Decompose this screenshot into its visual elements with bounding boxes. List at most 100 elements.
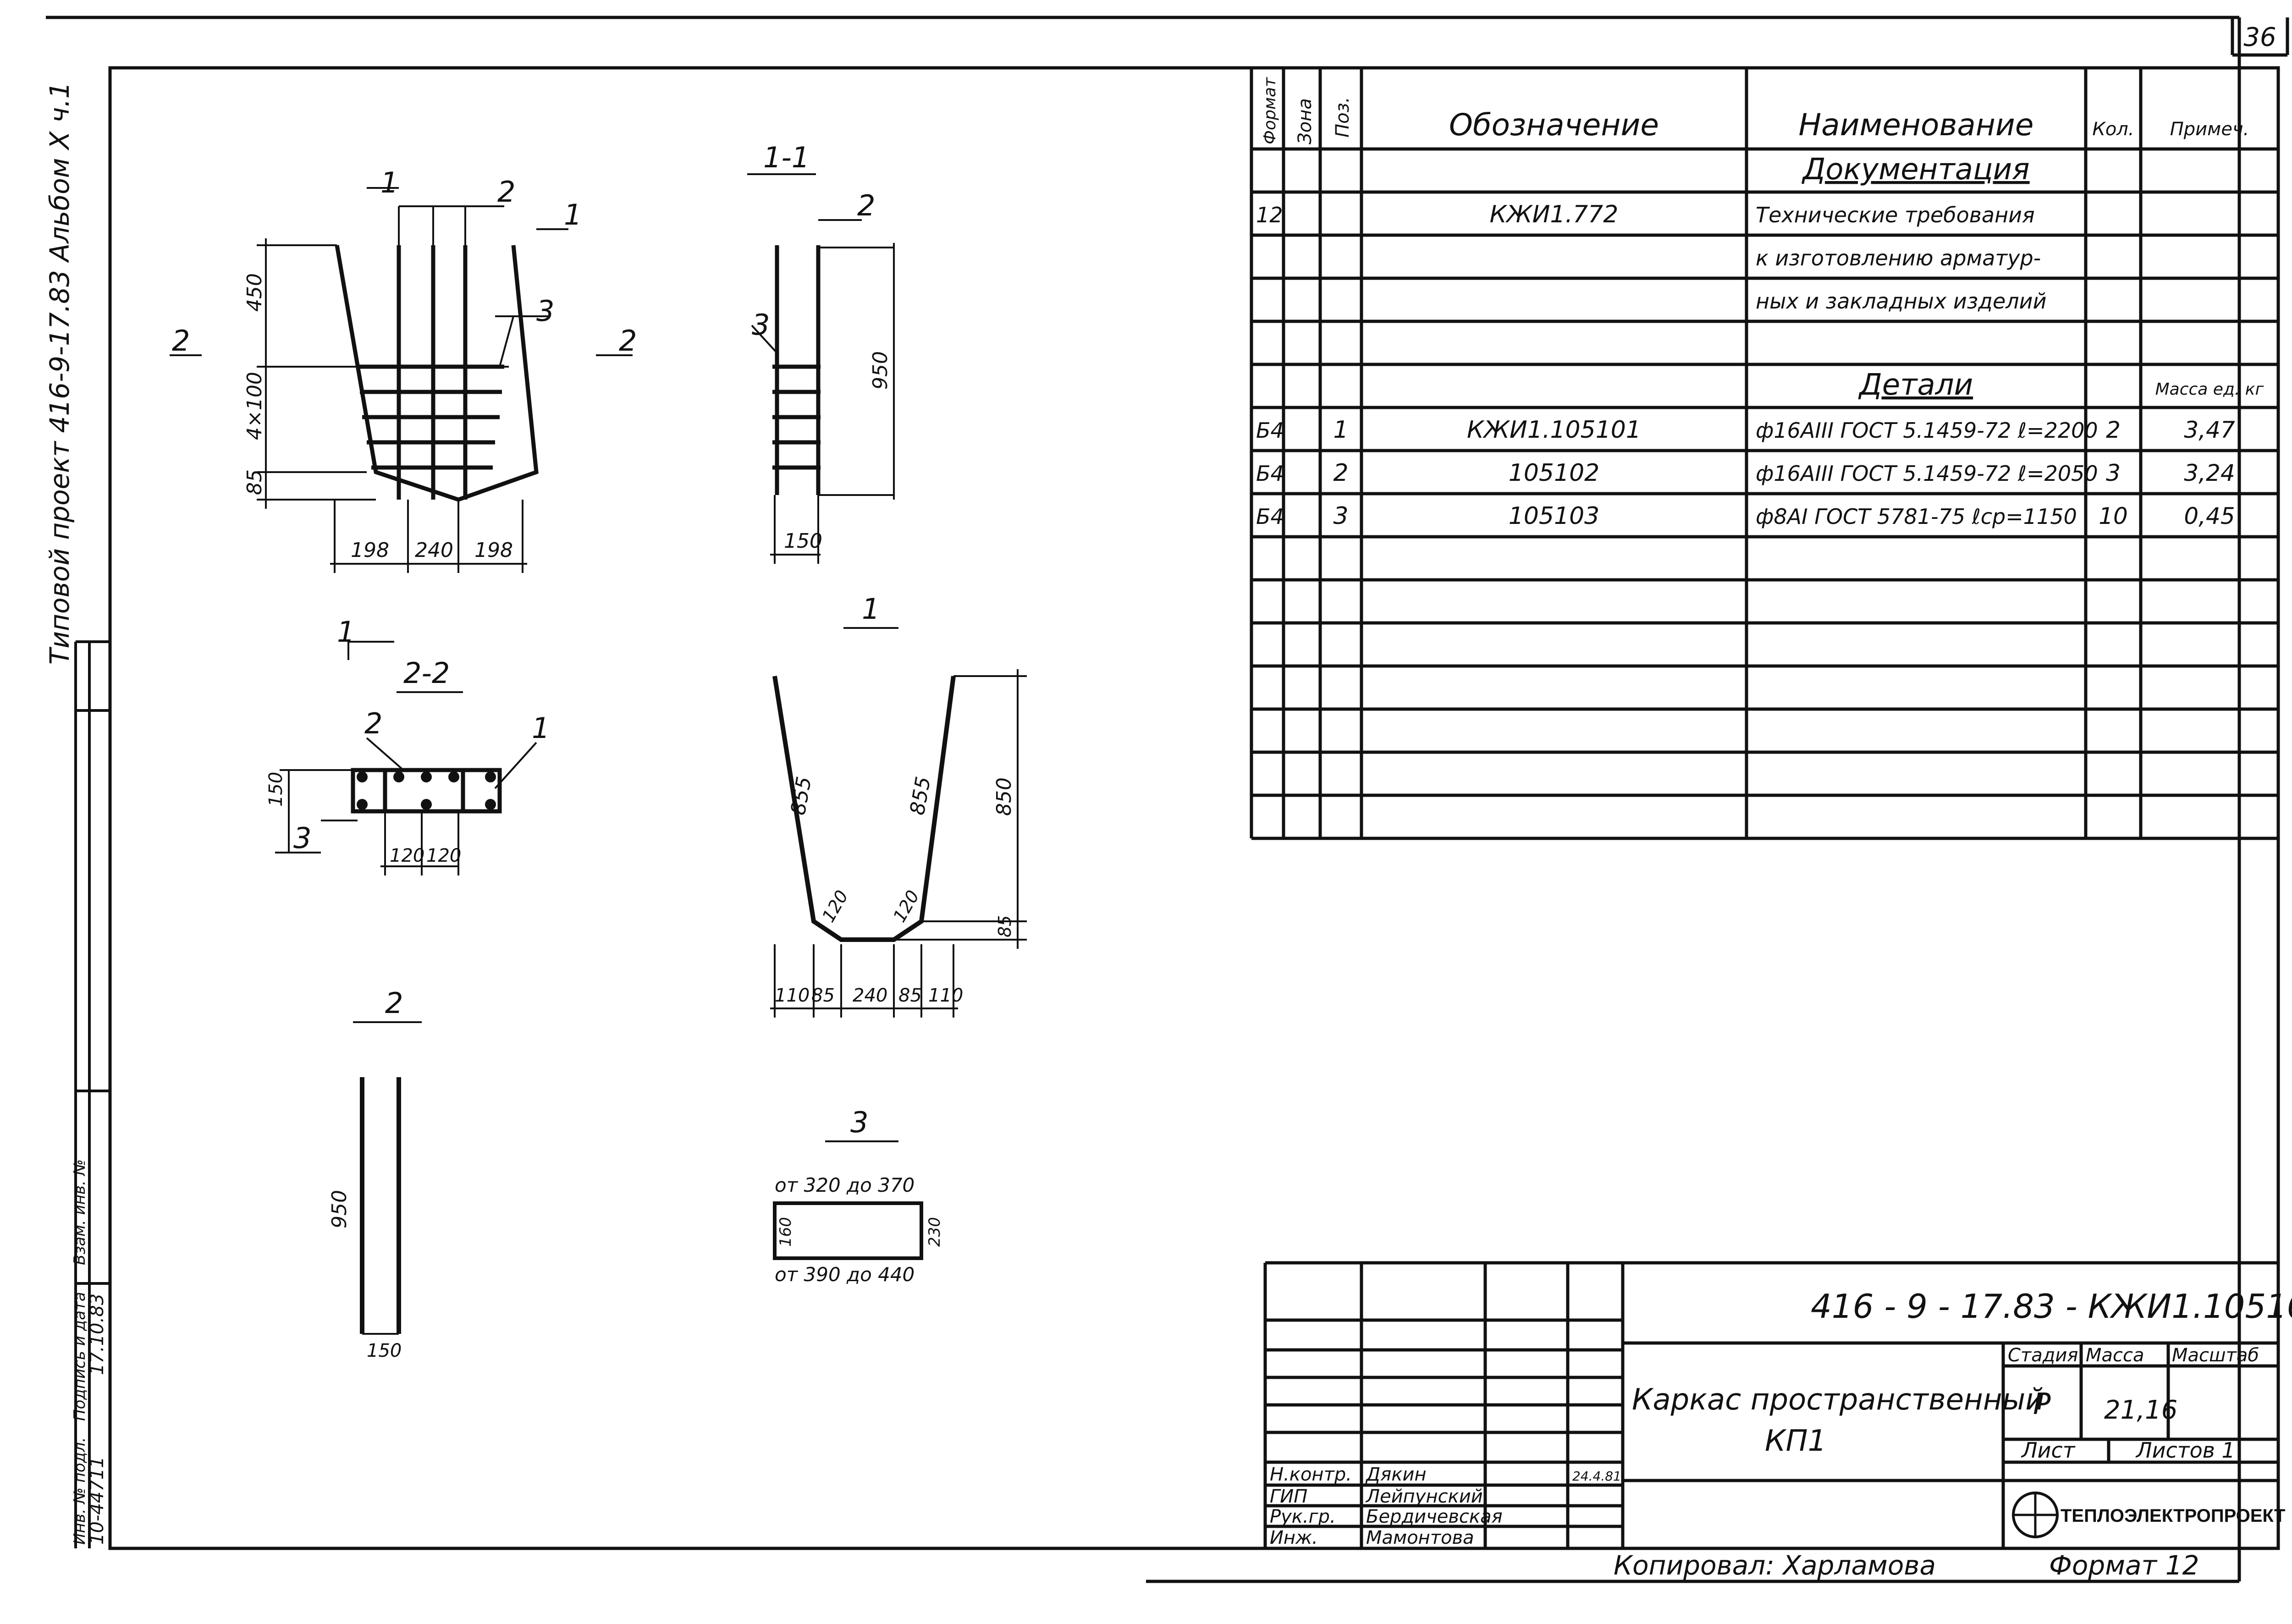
section-2-2-dim-150: 150 [265,772,286,807]
sheets-label: Листов 1 [2135,1438,2235,1463]
detail-3-dim-230: 230 [926,1217,944,1247]
detail-1-dim-110-left: 110 [775,985,810,1006]
document-name-line2: КП1 [1765,1424,1826,1458]
frame-mark-3: 3 [536,294,554,328]
spec-pos: 2 [1333,459,1348,487]
spec-designation: КЖИ1.105101 [1467,416,1641,444]
section-2-2-mark-1: 1 [532,711,550,745]
frame-dim-198-right: 198 [474,539,513,562]
spec-note: 3,47 [2184,417,2235,443]
header-note: Примеч. [2170,119,2249,140]
sign-name: Бердичевская [1366,1506,1503,1527]
spec-name: к изготовлению арматур- [1756,246,2041,270]
copied-by: Копировал: Харламова [1614,1550,1936,1581]
header-name: Наименование [1799,107,2034,143]
spec-name: ф16АIII ГОСТ 5.1459-72 ℓ=2200 [1756,418,2098,443]
frame-dim-450: 450 [243,273,266,312]
section-2-2-cut-1: 1 [337,615,355,649]
spec-qty: 2 [2106,417,2121,443]
spec-designation: 105103 [1509,502,1600,530]
mass-value: 21,16 [2104,1395,2177,1425]
section-2-2-dim-120-a: 120 [390,845,424,866]
sign-role: Н.контр. [1270,1464,1352,1485]
spec-section-heading: Документация [1801,153,2029,187]
detail-3: 3 от 320 до 370 от 390 до 440 160 230 [773,1106,944,1286]
spec-format: 12 [1256,203,1283,227]
header-format: Формат [1261,77,1279,144]
strip-label-replace: Взам. инв. № [71,1159,89,1265]
scale-label: Масштаб [2172,1345,2259,1366]
detail-1-title: 1 [862,592,880,626]
header-pos: Поз. [1332,97,1353,138]
document-name-line1: Каркас пространственный [1632,1383,2044,1417]
section-1-1-mark-3: 3 [752,308,770,341]
detail-1-dim-855-right: 855 [906,775,936,817]
frame-cut-2-right: 2 [619,324,637,358]
frame-mark-1-right: 1 [564,198,582,231]
spec-format: Б4 [1256,504,1284,529]
spec-qty: 3 [2106,460,2121,486]
spec-name: ф16АIII ГОСТ 5.1459-72 ℓ=2050 [1756,461,2098,486]
frame-elevation: 1 2 1 3 2 2 450 4×100 85 198 240 198 [170,166,637,573]
stage-label: Стадия [2008,1345,2078,1366]
spec-designation: 105102 [1509,459,1600,487]
spec-note: 3,24 [2184,460,2235,486]
sign-name: Лейпунский [1365,1486,1483,1507]
detail-3-dim-160: 160 [777,1217,795,1247]
sign-name: Мамонтова [1366,1527,1474,1548]
header-zone: Зона [1295,98,1316,144]
section-2-2-mark-3: 3 [293,821,311,855]
org-name: ТЕПЛОЭЛЕКТРОПРОЕКТ [2061,1506,2285,1526]
sign-role: Инж. [1270,1527,1318,1548]
section-2-2: 2-2 1 2 1 3 150 120 [265,615,550,875]
spec-note: 0,45 [2184,503,2235,529]
document-code: 416 - 9 - 17.83 - КЖИ1.105100 [1811,1287,2292,1326]
detail-2-title: 2 [385,986,403,1020]
spec-designation: КЖИ1.772 [1490,201,1619,228]
mass-label: Масса [2086,1345,2144,1366]
header-designation: Обозначение [1449,107,1659,143]
sign-role: Рук.гр. [1270,1506,1336,1527]
detail-3-bottom-dim: от 390 до 440 [775,1263,915,1286]
section-2-2-dim-120-b: 120 [426,845,461,866]
frame-cut-2-left: 2 [172,324,190,358]
spec-note: Масса ед. кг [2155,380,2264,399]
sign-role: ГИП [1270,1486,1307,1507]
strip-label-inv: Инв. № подл. [71,1437,89,1545]
sign-date: 24.4.81 [1572,1469,1621,1484]
detail-3-top-dim: от 320 до 370 [775,1174,915,1196]
detail-1-dim-850: 850 [992,777,1016,816]
spec-name: ф8АI ГОСТ 5781-75 ℓср=1150 [1756,504,2077,529]
frame-dim-240: 240 [415,539,453,562]
detail-1-dim-120-right: 120 [889,887,923,926]
section-1-1: 1-1 2 3 950 150 [747,141,895,564]
frame-mark-1-top: 1 [380,166,398,199]
format-label: Формат 12 [2049,1550,2199,1581]
detail-1-dim-120-left: 120 [818,887,852,926]
album-title: Типовой проект 416-9-17.83 Альбом X ч.1 [44,82,75,665]
section-2-2-mark-2: 2 [364,707,382,740]
frame-dim-4x100: 4×100 [243,372,266,440]
section-1-1-dim-150: 150 [784,529,822,553]
strip-label-sign: Подпись и дата [71,1292,89,1421]
section-1-1-title: 1-1 [763,141,810,174]
strip-value-inv: 10-44711 [87,1456,108,1545]
detail-2: 2 950 150 [328,986,422,1361]
detail-1-dim-110-right: 110 [928,985,963,1006]
spec-format: Б4 [1256,461,1284,486]
frame-dim-198-left: 198 [351,539,389,562]
detail-1-dim-85-vert: 85 [995,915,1015,937]
detail-2-dim-150: 150 [367,1340,402,1361]
header-qty: Кол. [2092,119,2134,140]
section-1-1-mark-2: 2 [857,189,875,222]
sign-name: Дякин [1365,1464,1427,1485]
section-2-2-title: 2-2 [403,656,450,690]
spec-section-heading: Детали [1858,368,1973,402]
detail-2-dim-950: 950 [328,1190,351,1228]
detail-1: 1 855 855 850 120 120 85 110 85 240 85 1… [770,592,1027,1018]
detail-3-title: 3 [850,1106,868,1139]
detail-1-dim-240: 240 [853,985,887,1006]
side-strip: Типовой проект 416-9-17.83 Альбом X ч.1 … [44,82,110,1548]
